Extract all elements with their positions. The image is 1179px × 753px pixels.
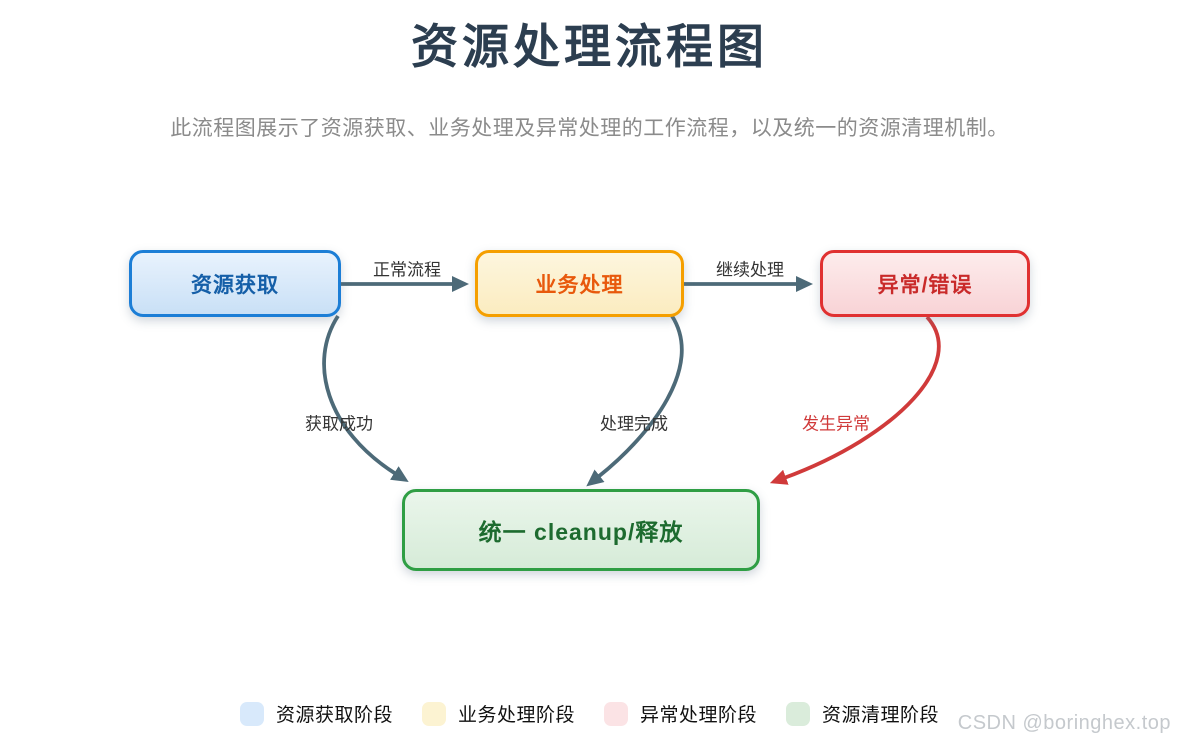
legend-label-acquire: 资源获取阶段 [275, 705, 393, 726]
node-business-process: 业务处理 [475, 250, 684, 317]
legend-swatch-error [604, 701, 628, 726]
edge-label-continue-process: 继续处理 [716, 260, 784, 280]
legend: 资源获取阶段 业务处理阶段 异常处理阶段 资源清理阶段 [0, 700, 1179, 727]
legend-item-process: 业务处理阶段 [421, 700, 575, 727]
edge-label-exception: 发生异常 [802, 414, 870, 434]
legend-swatch-process [421, 701, 446, 726]
edge-label-normal-flow: 正常流程 [373, 260, 441, 280]
legend-item-acquire: 资源获取阶段 [239, 700, 393, 727]
legend-label-process: 业务处理阶段 [457, 705, 575, 726]
page-subtitle: 此流程图展示了资源获取、业务处理及异常处理的工作流程，以及统一的资源清理机制。 [170, 117, 1009, 140]
node-exception-error: 异常/错误 [820, 250, 1030, 317]
legend-item-cleanup: 资源清理阶段 [786, 700, 939, 727]
node-resource-acquire-label: 资源获取 [191, 273, 279, 297]
node-resource-acquire: 资源获取 [129, 250, 341, 317]
legend-label-error: 异常处理阶段 [640, 705, 758, 726]
edge-process-done [586, 314, 684, 487]
node-exception-error-label: 异常/错误 [877, 273, 973, 297]
legend-label-cleanup: 资源清理阶段 [822, 705, 940, 726]
legend-swatch-cleanup [786, 701, 811, 726]
page-title: 资源处理流程图 [411, 20, 768, 73]
edge-label-acquire-success: 获取成功 [305, 414, 373, 434]
node-business-process-label: 业务处理 [535, 273, 624, 297]
node-unified-cleanup-label: 统一 cleanup/释放 [478, 519, 684, 545]
edge-exception [769, 315, 941, 485]
edge-acquire-success [322, 314, 409, 482]
watermark: CSDN @boringhex.top [957, 712, 1171, 734]
legend-item-error: 异常处理阶段 [604, 700, 757, 727]
edge-label-process-done: 处理完成 [600, 414, 668, 434]
legend-swatch-acquire [239, 701, 264, 726]
node-unified-cleanup: 统一 cleanup/释放 [402, 489, 760, 571]
